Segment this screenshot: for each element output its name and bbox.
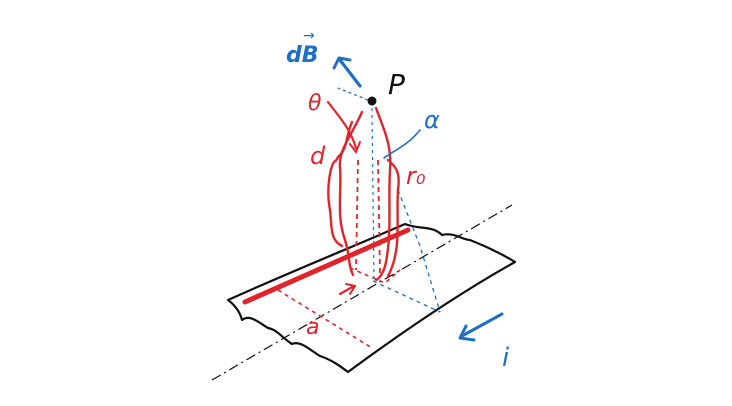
label-alpha: α	[424, 106, 440, 134]
width-arrow	[338, 284, 356, 296]
label-d: d	[310, 142, 326, 170]
d-bracket	[327, 120, 354, 248]
alpha-pointer	[383, 129, 421, 159]
label-a: a	[306, 315, 319, 340]
label-db: dB	[286, 43, 319, 68]
blue-dash-vertical	[371, 107, 375, 281]
theta-line	[326, 100, 358, 150]
p-dash-to-db	[337, 87, 369, 101]
base-dash-line	[349, 267, 401, 284]
strip-outline	[226, 222, 517, 374]
point-p	[367, 96, 377, 106]
r0-bracket	[386, 158, 400, 278]
width-dash-line	[277, 289, 373, 349]
axis-line	[211, 204, 513, 381]
current-line	[242, 227, 411, 305]
width-arrow-head	[345, 283, 357, 295]
db-arrow-head	[332, 56, 352, 70]
db-arrow	[338, 58, 362, 88]
d-loop-inner	[374, 106, 392, 282]
label-i: i	[502, 343, 510, 373]
label-theta: θ	[308, 91, 322, 116]
label-p: P	[388, 68, 405, 101]
d-loop-dash-right	[377, 159, 381, 276]
blue-dash-base	[372, 280, 441, 313]
label-db-vector-arrow: →	[303, 28, 315, 44]
blue-dash-r0-projection	[397, 189, 441, 313]
theta-arrow-head	[349, 141, 361, 155]
current-direction-arrow-head	[458, 324, 476, 342]
d-loop-dash-left	[355, 159, 359, 271]
label-r0: r₀	[406, 162, 426, 190]
current-direction-arrow	[460, 312, 504, 338]
